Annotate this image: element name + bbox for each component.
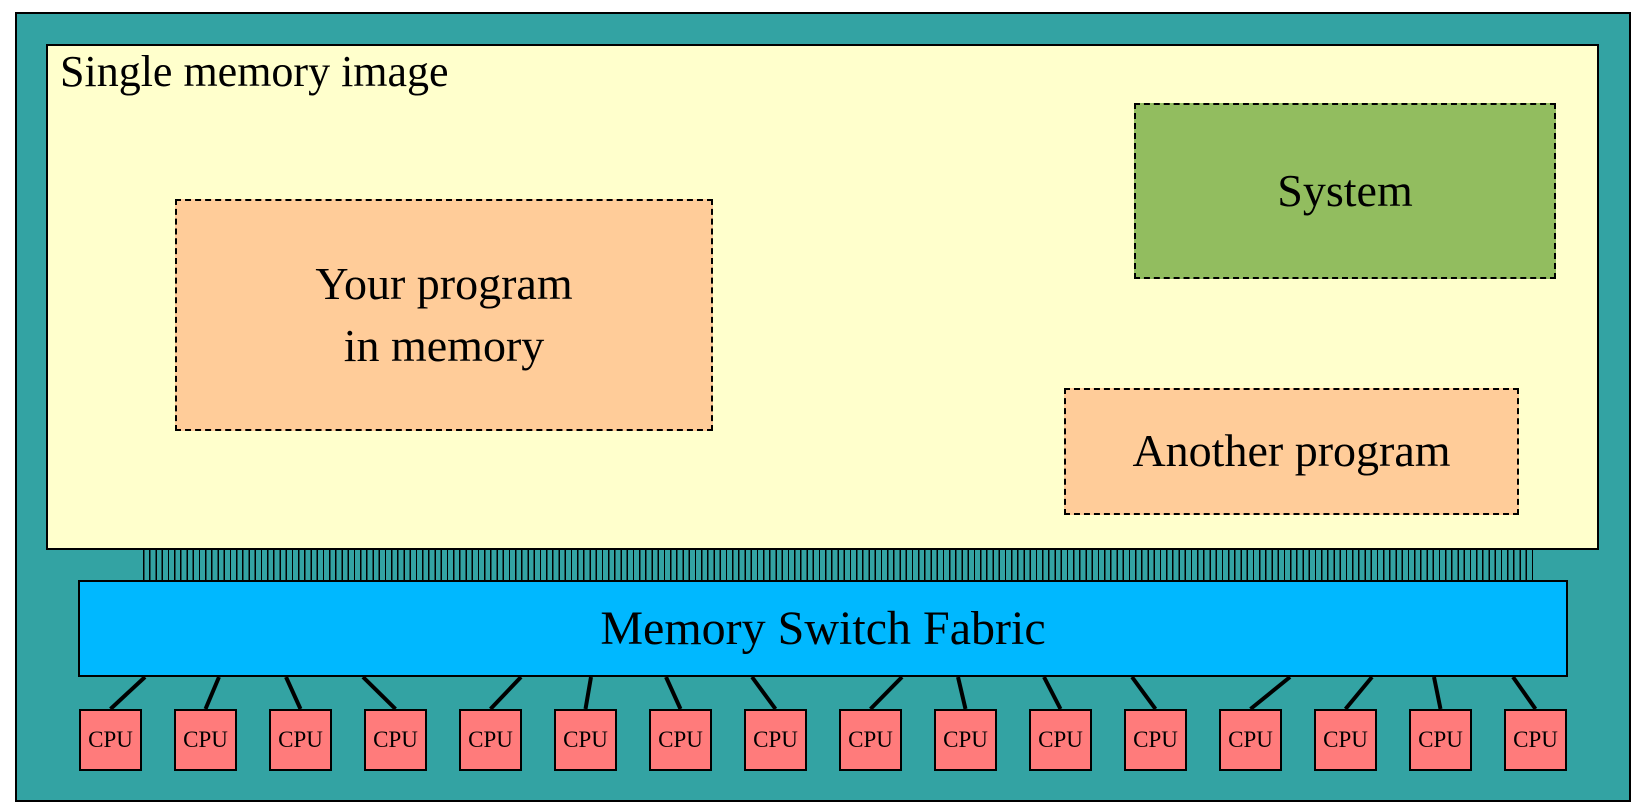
cpu-link-line bbox=[203, 676, 221, 710]
cpu-box: CPU bbox=[1029, 709, 1092, 771]
cpu-label: CPU bbox=[468, 727, 513, 752]
cpu-link-line bbox=[664, 676, 683, 710]
cpu-label: CPU bbox=[1228, 727, 1273, 752]
cpu-box: CPU bbox=[459, 709, 522, 771]
cpu-link-line bbox=[1130, 675, 1158, 711]
cpu-box: CPU bbox=[839, 709, 902, 771]
cpu-label: CPU bbox=[848, 727, 893, 752]
cpu-label: CPU bbox=[753, 727, 798, 752]
cpu-link-line bbox=[361, 675, 397, 711]
cpu-label: CPU bbox=[1323, 727, 1368, 752]
cpu-label: CPU bbox=[278, 727, 323, 752]
cpu-box: CPU bbox=[744, 709, 807, 771]
another-program-block: Another program bbox=[1064, 388, 1519, 515]
cpu-link-line bbox=[1511, 675, 1538, 711]
cpu-label: CPU bbox=[1418, 727, 1463, 752]
cpu-box: CPU bbox=[649, 709, 712, 771]
cpu-link-line bbox=[1432, 676, 1443, 710]
cpu-box: CPU bbox=[1504, 709, 1567, 771]
cpu-label: CPU bbox=[1133, 727, 1178, 752]
cpu-link-line bbox=[109, 675, 147, 711]
cpu-link-line bbox=[1343, 675, 1374, 711]
fabric-label: Memory Switch Fabric bbox=[600, 602, 1046, 655]
cpu-link-line bbox=[1042, 676, 1063, 710]
cpu-box: CPU bbox=[1219, 709, 1282, 771]
cpu-label: CPU bbox=[943, 727, 988, 752]
cpu-link-line bbox=[750, 675, 778, 711]
system-block: System bbox=[1134, 103, 1556, 279]
memory-switch-fabric: Memory Switch Fabric bbox=[78, 580, 1568, 677]
cpu-box: CPU bbox=[1124, 709, 1187, 771]
cpu-link-line bbox=[956, 676, 968, 710]
cpu-link-line bbox=[583, 676, 593, 710]
cpu-label: CPU bbox=[1038, 727, 1083, 752]
cpu-box: CPU bbox=[934, 709, 997, 771]
cpu-label: CPU bbox=[563, 727, 608, 752]
memory-image-title: Single memory image bbox=[60, 47, 449, 96]
cpu-box: CPU bbox=[1409, 709, 1472, 771]
your-program-block: Your program in memory bbox=[175, 199, 713, 431]
cpu-box: CPU bbox=[269, 709, 332, 771]
memory-bus-connectors bbox=[143, 550, 1536, 580]
cpu-label: CPU bbox=[1513, 727, 1558, 752]
cpu-box: CPU bbox=[79, 709, 142, 771]
cpu-label: CPU bbox=[373, 727, 418, 752]
cpu-link-line bbox=[869, 675, 904, 711]
cpu-link-line bbox=[284, 676, 303, 710]
cpu-box: CPU bbox=[554, 709, 617, 771]
cpu-box: CPU bbox=[364, 709, 427, 771]
cpu-box: CPU bbox=[174, 709, 237, 771]
cpu-label: CPU bbox=[88, 727, 133, 752]
cpu-label: CPU bbox=[658, 727, 703, 752]
cpu-box: CPU bbox=[1314, 709, 1377, 771]
cpu-link-line bbox=[489, 675, 523, 711]
cpu-link-line bbox=[1249, 675, 1292, 711]
cpu-label: CPU bbox=[183, 727, 228, 752]
